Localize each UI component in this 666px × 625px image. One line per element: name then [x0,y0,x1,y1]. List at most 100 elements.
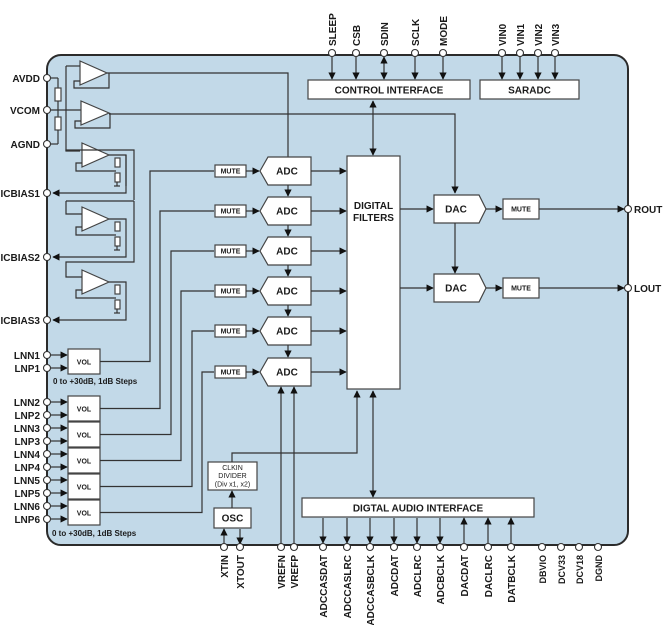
digital-filters-label-2: FILTERS [353,213,394,224]
pin-lnn4 [42,449,52,459]
pin-label-lnp2: LNP2 [14,411,40,422]
pin-label-lnn2: LNN2 [14,398,41,409]
pin-vcom [42,105,52,115]
pin-dcv18 [574,542,584,552]
saradc-block [479,79,580,100]
adc-mute-label-6: MUTE [221,370,241,377]
pin-label-adcbclk: ADCBCLK [436,554,447,604]
vol-block-2 [67,395,101,422]
pin-label-dgnd: DGND [594,555,604,582]
adc-mute-label-1: MUTE [221,169,241,176]
pin-lnn6 [42,501,52,511]
adc-mute-label-4: MUTE [221,289,241,296]
pin-label-lnn6: LNN6 [14,502,41,513]
pin-label-micbias3: MICBIAS3 [0,316,40,327]
vol-label-5: VOL [77,485,92,492]
pin-vin1 [515,48,525,58]
digital-filters-label-1: DIGITAL [354,201,393,212]
pin-micbias1 [42,188,52,198]
pin-dgnd [593,542,603,552]
pin-label-lnn3: LNN3 [14,424,41,435]
vol-block-5 [67,473,101,500]
pin-adccasbclk [365,542,375,552]
pin-adclrc [412,542,422,552]
pin-dacdat [459,542,469,552]
pin-label-adcdat: ADCDAT [390,555,401,596]
vol-to-mute-wire-5 [100,330,214,488]
pin-label-xtin: XTIN [220,555,231,578]
adc-label-6: ADC [276,368,298,379]
line-inputs: LNN1LNP1VOLLNN2LNP2VOLLNN3LNP3VOLLNN4LNP… [14,170,214,526]
pin-label-lnp4: LNP4 [14,463,40,474]
adc-mute-label-5: MUTE [221,329,241,336]
pin-label-vin3: VIN3 [551,23,562,46]
pin-adccasdat [318,542,328,552]
pin-label-lnp5: LNP5 [14,489,40,500]
clkin-divider-block [207,461,258,491]
digital-audio-interface-label: DIGTAL AUDIO INTERFACE [353,504,484,515]
pin-vin0 [497,48,507,58]
dac-left-mute-label: MUTE [511,286,531,293]
pin-lnp1 [42,363,52,373]
pin-label-adccasdat: ADCCASDAT [319,555,330,618]
pin-lnp4 [42,462,52,472]
pin-label-adclrc: ADCLRC [413,555,424,597]
bias-network [51,60,459,324]
pin-vin2 [533,48,543,58]
pin-dcv33 [556,542,566,552]
pin-lnn5 [42,475,52,485]
pin-adcdat [389,542,399,552]
pin-daclrc [483,542,493,552]
vol-label-1: VOL [77,360,92,367]
gain-note-1: 0 to +30dB, 1dB Steps [53,377,138,386]
vol-to-mute-wire-3 [100,250,214,436]
pin-lnn1 [42,350,52,360]
adc-mute-label-2: MUTE [221,209,241,216]
pin-label-sclk: SCLK [411,18,422,46]
pin-lnp6 [42,514,52,524]
pin-label-dbvio: DBVIO [538,555,548,584]
dac-left [433,273,487,303]
vol-to-mute-wire-4 [100,290,214,462]
pin-lnp3 [42,436,52,446]
pin-lnp2 [42,410,52,420]
vol-label-2: VOL [77,407,92,414]
amplifier-3 [81,142,111,168]
vol-label-4: VOL [77,459,92,466]
amplifier-2 [80,100,111,126]
dac-left-label: DAC [445,284,467,295]
pin-label-adccaslrc: ADCCASLRC [343,555,354,618]
amplifier-5 [81,269,111,295]
pin-sclk [410,48,420,58]
pin-label-sdin: SDIN [380,22,391,46]
pin-micbias2 [42,252,52,262]
pin-label-datbclk: DATBCLK [507,554,518,602]
pin-label-adccasbclk: ADCCASBCLK [366,554,377,625]
chip-body [46,54,629,546]
control-interface-block [307,79,471,100]
pin-label-vin1: VIN1 [516,23,527,46]
saradc-pins: VIN0 VIN1 VIN2 VIN3 [497,23,562,80]
vol-label-3: VOL [77,433,92,440]
pin-adccaslrc [342,542,352,552]
pin-label-lnn1: LNN1 [14,351,41,362]
pin-mode [438,48,448,58]
amplifier-4 [81,206,111,232]
pin-label-vrefn: VREFN [277,555,288,589]
pin-lnn2 [42,397,52,407]
pin-label-micbias1: MICBIAS1 [0,189,40,200]
pin-label-rout: ROUT [634,205,662,216]
pin-label-dacdat: DACDAT [460,555,471,596]
pin-label-avdd: AVDD [12,74,40,85]
pin-label-daclrc: DACLRC [484,555,495,597]
pin-lnp5 [42,488,52,498]
pin-label-vrefp: VREFP [290,555,301,589]
osc-label: OSC [222,514,244,525]
pin-label-lnn5: LNN5 [14,476,41,487]
pin-rout [623,204,633,214]
pin-adcbclk [435,542,445,552]
pin-xtout [235,542,245,552]
pin-label-sleep: SLEEP [328,13,339,46]
adc-label-5: ADC [276,327,298,338]
